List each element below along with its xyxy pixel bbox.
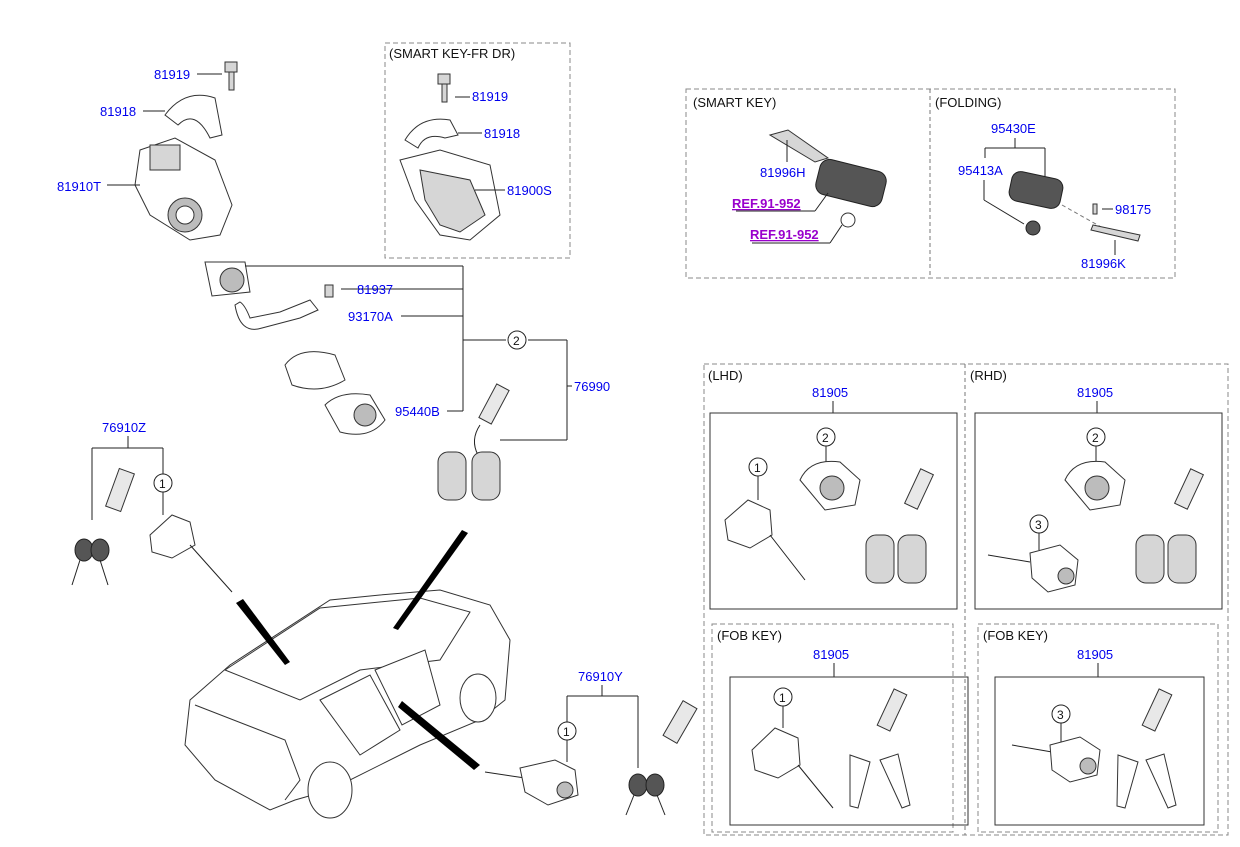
keys-76910z-illustration xyxy=(71,467,135,586)
lhd-door-cylinder-illustration xyxy=(724,499,806,581)
fob-key-right-frame xyxy=(977,623,1219,833)
rhd-callout-3-label: 3 xyxy=(1035,518,1042,532)
smart-key-fr-dr-frame xyxy=(384,42,571,259)
ref-91-952-b[interactable]: REF.91-952 xyxy=(750,227,819,242)
fob-right-callout-3-label: 3 xyxy=(1057,708,1064,722)
part-81996k: 81996K xyxy=(1081,256,1126,271)
bolt-81919-b-illustration xyxy=(437,73,451,103)
part-81918-b: 81918 xyxy=(484,126,520,141)
part-93170a: 93170A xyxy=(348,309,393,324)
smart-key-fob-illustration xyxy=(815,158,887,208)
part-95440b: 95440B xyxy=(395,404,440,419)
part-98175: 98175 xyxy=(1115,202,1151,217)
lhd-rhd-group: (LHD) (RHD) 81905 2 1 81905 2 xyxy=(703,363,1229,836)
folding-key-fob-illustration xyxy=(1008,171,1064,209)
part-81910t: 81910T xyxy=(57,179,101,194)
immobilizer-parts-group: 2 81937 93170A 95440B 76990 xyxy=(204,261,610,501)
ignition-assembly-group: 81919 81918 81910T xyxy=(57,61,238,241)
pointer-to-roof xyxy=(393,530,468,630)
fob-left-callout-1-label: 1 xyxy=(779,691,786,705)
rhd-smart-keys-illustration xyxy=(1135,468,1205,584)
part-76910z: 76910Z xyxy=(102,420,146,435)
fob-key-left-frame xyxy=(711,623,954,833)
callout-1-bottom-label: 1 xyxy=(563,725,570,739)
folding-battery-illustration xyxy=(1025,220,1041,236)
clamp-81918-a-illustration xyxy=(164,94,223,139)
battery-illustration xyxy=(840,212,856,228)
callout-1-left-label: 1 xyxy=(159,477,166,491)
callout-2-main xyxy=(507,330,527,350)
callout-1-bottom xyxy=(557,721,577,741)
key-set-76910y-group: 76910Y 1 xyxy=(484,669,698,816)
section-title-folding: (FOLDING) xyxy=(935,95,1001,110)
key-set-76910z-group: 76910Z 1 xyxy=(71,420,233,593)
part-81918-a: 81918 xyxy=(100,104,136,119)
bolt-81919-a-illustration xyxy=(224,61,238,91)
section-title-smart-key-fr-dr: (SMART KEY-FR DR) xyxy=(389,46,515,61)
fob-right-kit-frame xyxy=(994,676,1205,826)
part-81905-fob-right: 81905 xyxy=(1077,647,1113,662)
smart-key-folding-group: (SMART KEY) (FOLDING) 81996H REF.91-952 … xyxy=(685,88,1176,279)
lhd-smart-keys-illustration xyxy=(865,468,935,584)
ignition-lock-81910t-illustration xyxy=(134,137,233,241)
lhd-ignition-cylinder-illustration xyxy=(799,460,861,511)
clamp-81918-b-illustration xyxy=(404,118,459,149)
section-title-fob-key-right: (FOB KEY) xyxy=(983,628,1048,643)
part-95413a: 95413A xyxy=(958,163,1003,178)
callout-1-left xyxy=(153,473,173,493)
rhd-kit-frame xyxy=(974,412,1223,610)
key-cylinder-illustration xyxy=(204,261,251,297)
fob-right-door-cylinder-illustration xyxy=(1011,736,1101,783)
pointer-to-door xyxy=(398,701,480,770)
folding-blade-81996k-illustration xyxy=(1090,224,1141,242)
fob-right-keys-illustration xyxy=(1116,688,1177,809)
part-81937: 81937 xyxy=(357,282,393,297)
callout-2-main-label: 2 xyxy=(513,334,520,348)
rhd-ignition-cylinder-illustration xyxy=(1064,460,1126,511)
cover-95440b-illustration xyxy=(324,393,386,435)
pin-98175-illustration xyxy=(1092,203,1098,215)
part-95430e: 95430E xyxy=(991,121,1036,136)
ref-91-952-a[interactable]: REF.91-952 xyxy=(732,196,801,211)
smart-key-fr-dr-group: (SMART KEY-FR DR) 81919 81918 81900S xyxy=(384,42,571,259)
part-76910y: 76910Y xyxy=(578,669,623,684)
rhd-door-cylinder-illustration xyxy=(987,544,1079,593)
lock-body-81900s-illustration xyxy=(399,149,501,241)
section-title-rhd: (RHD) xyxy=(970,368,1007,383)
door-lock-cylinder-left-illustration xyxy=(149,514,233,593)
part-81905-fob-left: 81905 xyxy=(813,647,849,662)
antenna-93170a-illustration xyxy=(234,299,319,330)
screw-81937-illustration xyxy=(324,284,334,298)
part-81905-rhd: 81905 xyxy=(1077,385,1113,400)
lhd-callout-1-label: 1 xyxy=(754,461,761,475)
part-81900s: 81900S xyxy=(507,183,552,198)
lhd-kit-frame xyxy=(709,412,958,610)
vehicle-illustration xyxy=(184,589,511,819)
smart-key-fobs-76990-illustration xyxy=(437,383,510,501)
section-title-smart-key: (SMART KEY) xyxy=(693,95,776,110)
coil-ring-illustration xyxy=(284,351,346,390)
pointer-to-tailgate xyxy=(236,599,290,665)
part-76990: 76990 xyxy=(574,379,610,394)
keys-76910y-illustration xyxy=(625,699,698,816)
fob-left-keys-illustration xyxy=(849,688,911,809)
door-lock-cylinder-bottom-illustration xyxy=(484,759,579,806)
emergency-key-81996h-illustration xyxy=(768,129,830,163)
lhd-callout-2-label: 2 xyxy=(822,431,829,445)
section-title-lhd: (LHD) xyxy=(708,368,743,383)
part-81919-b: 81919 xyxy=(472,89,508,104)
part-81996h: 81996H xyxy=(760,165,806,180)
section-title-fob-key-left: (FOB KEY) xyxy=(717,628,782,643)
part-81905-lhd: 81905 xyxy=(812,385,848,400)
lhd-rhd-frame xyxy=(703,363,1229,836)
part-81919-a: 81919 xyxy=(154,67,190,82)
fob-left-kit-frame xyxy=(729,676,969,826)
fob-left-door-cylinder-illustration xyxy=(751,727,834,809)
rhd-callout-2-label: 2 xyxy=(1092,431,1099,445)
